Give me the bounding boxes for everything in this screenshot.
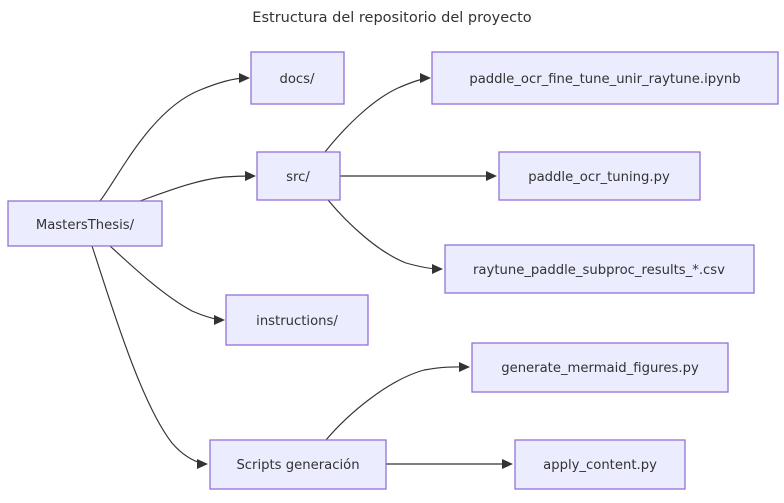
arrowhead-icon xyxy=(214,315,225,325)
arrowhead-icon xyxy=(239,73,250,83)
edge-src-tuning xyxy=(340,171,497,181)
node-box[interactable] xyxy=(7,200,163,247)
edge-scripts-mermaid xyxy=(325,362,470,441)
node-box[interactable] xyxy=(431,51,779,105)
node-label: Scripts generación xyxy=(236,457,359,473)
node-box[interactable] xyxy=(225,294,369,346)
node-label: MastersThesis/ xyxy=(36,218,135,233)
node-box[interactable] xyxy=(256,151,341,201)
node-label: src/ xyxy=(286,170,310,185)
node-box[interactable] xyxy=(498,151,701,201)
edge-masters-instructions xyxy=(109,245,225,325)
node-scripts-gen[interactable]: Scripts generación xyxy=(209,439,387,490)
edge-line xyxy=(327,199,440,270)
node-label: paddle_ocr_fine_tune_unir_raytune.ipynb xyxy=(469,72,740,87)
node-apply-py[interactable]: apply_content.py xyxy=(514,439,686,490)
node-masters-thesis[interactable]: MastersThesis/ xyxy=(7,200,163,247)
node-instructions[interactable]: instructions/ xyxy=(225,294,369,346)
node-tuning-py[interactable]: paddle_ocr_tuning.py xyxy=(498,151,701,201)
node-notebook[interactable]: paddle_ocr_fine_tune_unir_raytune.ipynb xyxy=(431,51,779,105)
arrowhead-icon xyxy=(502,459,513,469)
edge-masters-docs xyxy=(99,73,250,202)
node-label: docs/ xyxy=(279,72,315,87)
edge-masters-scripts xyxy=(91,245,208,469)
node-box[interactable] xyxy=(471,342,729,393)
node-label: instructions/ xyxy=(256,314,338,329)
arrowhead-icon xyxy=(486,171,497,181)
node-label: raytune_paddle_subproc_results_*.csv xyxy=(473,263,725,278)
node-box[interactable] xyxy=(250,51,345,105)
node-label: apply_content.py xyxy=(543,458,657,473)
node-label: paddle_ocr_tuning.py xyxy=(528,170,670,185)
edge-scripts-apply xyxy=(386,459,513,469)
node-label: generate_mermaid_figures.py xyxy=(501,361,699,376)
node-mermaid-py[interactable]: generate_mermaid_figures.py xyxy=(471,342,729,393)
arrowhead-icon xyxy=(245,171,256,181)
node-src[interactable]: src/ xyxy=(256,151,341,201)
arrowhead-icon xyxy=(459,362,470,372)
node-box[interactable] xyxy=(209,439,387,490)
edge-line xyxy=(325,366,467,441)
arrowhead-icon xyxy=(420,73,431,83)
node-docs[interactable]: docs/ xyxy=(250,51,345,105)
arrowhead-icon xyxy=(197,459,208,469)
nodes-layer: MastersThesis/docs/src/paddle_ocr_fine_t… xyxy=(7,51,779,490)
edge-line xyxy=(99,77,247,202)
edge-src-csv xyxy=(327,199,443,274)
node-box[interactable] xyxy=(444,244,755,294)
node-results-csv[interactable]: raytune_paddle_subproc_results_*.csv xyxy=(444,244,755,294)
arrowhead-icon xyxy=(432,264,443,274)
edges-layer xyxy=(91,73,513,469)
edge-masters-src xyxy=(139,171,256,202)
edge-line xyxy=(109,245,222,321)
diagram-title: Estructura del repositorio del proyecto xyxy=(252,10,532,26)
node-box[interactable] xyxy=(514,439,686,490)
edge-src-notebook xyxy=(324,73,431,153)
edge-line xyxy=(91,245,205,465)
